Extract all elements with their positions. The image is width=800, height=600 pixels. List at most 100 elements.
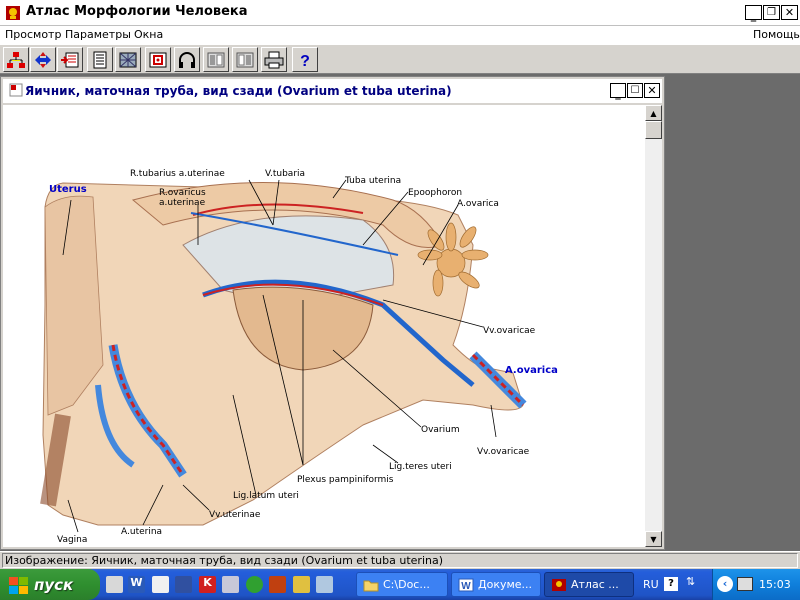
print-button[interactable] [261,47,287,72]
task-atlas[interactable]: Атлас ... [544,572,634,597]
quicklaunch-floppy-icon[interactable] [175,576,192,593]
word-icon: W [458,578,474,592]
label-a-ovarica-blue: A.ovarica [505,365,558,376]
atlas-icon [552,578,566,591]
menu-windows[interactable]: Окна [134,28,164,41]
language-indicator[interactable]: RU [643,578,659,591]
show-hidden-icons-button[interactable]: ‹ [717,576,733,592]
label-r-tubarius: R.tubarius a.uterinae [130,169,225,179]
headphones-icon [179,51,195,68]
label-r-ovaricus-line2: a.uterinae [159,198,206,208]
document-icon [93,51,107,68]
image-window-title: Яичник, маточная труба, вид сзади (Ovari… [25,84,452,98]
audio-button[interactable] [174,47,200,72]
label-tuba-uterina: Tuba uterina [345,176,402,186]
quicklaunch-doc-icon[interactable] [316,576,333,593]
restore-icon: ❐ [767,7,776,18]
task-explorer-label: C:\Doc... [383,578,430,591]
taskbar: пуск W K C:\Doc... W Докуме... Атлас ...… [0,569,800,600]
label-plexus: Plexus pampiniformis [297,475,394,485]
chevron-left-icon: ‹ [722,577,728,590]
toolbar: ? [0,44,800,74]
task-explorer[interactable]: C:\Doc... [356,572,448,597]
anatomy-image-area: Uterus R.tubarius a.uterinae V.tubaria T… [3,105,645,547]
label-ovarium: Ovarium [421,425,460,435]
anatomy-illustration [40,179,527,533]
scroll-up-button[interactable]: ▲ [645,105,662,121]
label-vv-ovaricae-mid: Vv.ovaricae [483,326,536,336]
label-a-uterina: A.uterina [121,527,163,537]
vertical-scrollbar[interactable]: ▲ ▼ [645,105,662,547]
task-atlas-label: Атлас ... [571,578,619,591]
zoom-fit-icon [149,52,167,67]
image-window: Яичник, маточная труба, вид сзади (Ovari… [0,76,665,550]
next-image-button[interactable] [232,47,258,72]
status-text: Изображение: Яичник, маточная труба, вид… [2,553,798,568]
quicklaunch-folder-icon[interactable] [293,576,310,593]
app-title: Атлас Морфологии Человека [26,4,248,19]
arrow-down-icon: ▼ [650,534,657,544]
menu-view[interactable]: Просмотр [5,28,62,41]
help-icon: ? [300,53,310,69]
network-tray-icon[interactable]: ⇅ [686,575,696,588]
navigate-arrows-icon [35,51,51,68]
menu-help[interactable]: Помощь [753,28,800,41]
quicklaunch-word-icon[interactable]: W [128,576,145,593]
quicklaunch-media-icon[interactable] [246,576,263,593]
magnify-pattern-icon [119,52,137,67]
atlas-app-icon [5,5,21,21]
menu-bar: Просмотр Параметры Окна Помощь [0,26,800,44]
folder-icon [363,580,379,591]
minimize-button[interactable]: _ [745,5,762,22]
task-word-label: Докуме... [478,578,533,591]
navigate-button[interactable] [30,47,56,72]
label-epoophoron: Epoophoron [408,188,463,198]
label-vagina: Vagina [57,535,88,545]
windows-logo-icon [9,576,28,594]
child-maximize-button[interactable]: ☐ [627,83,643,98]
previous-image-button[interactable] [203,47,229,72]
child-close-button[interactable]: ✕ [644,83,660,98]
label-v-tubaria: V.tubaria [265,169,306,179]
label-vv-uterinae: Vv.uterinae [209,510,261,520]
minimize-icon: _ [750,9,757,22]
help-button[interactable]: ? [292,47,318,72]
menu-parameters[interactable]: Параметры [65,28,131,41]
print-icon [264,51,284,68]
arrow-up-icon: ▲ [650,108,657,118]
label-lig-latum: Lig.latum uteri [233,491,299,501]
next-image-icon [236,52,254,67]
quicklaunch-app-icon[interactable] [269,576,286,593]
help-tray-icon[interactable]: ? [664,577,678,591]
task-word[interactable]: W Докуме... [451,572,541,597]
restore-button[interactable]: ❐ [763,5,780,20]
status-bar: Изображение: Яичник, маточная труба, вид… [0,551,800,569]
book-export-button[interactable] [57,47,83,72]
label-r-ovaricus-line1: R.ovaricus [159,188,206,198]
label-uterus: Uterus [49,184,87,195]
hierarchy-icon [7,51,25,68]
svg-text:W: W [461,581,471,592]
image-window-title-bar: Яичник, маточная труба, вид сзади (Ovari… [3,79,662,103]
start-button[interactable]: пуск [0,569,100,600]
magnify-pattern-button[interactable] [115,47,141,72]
minimize-icon: _ [615,87,621,100]
previous-image-icon [207,52,225,67]
quicklaunch-presentation-icon[interactable] [106,576,123,593]
child-minimize-button[interactable]: _ [610,83,626,100]
close-icon: ✕ [647,84,657,97]
hierarchy-button[interactable] [3,47,29,72]
document-button[interactable] [87,47,113,72]
label-a-ovarica-top: A.ovarica [457,199,499,209]
book-export-icon [61,52,79,67]
quicklaunch-k-icon[interactable]: K [199,576,216,593]
quicklaunch-notepad-icon[interactable] [152,576,169,593]
scroll-thumb[interactable] [645,121,662,139]
close-button[interactable]: ✕ [781,5,798,20]
maximize-icon: ☐ [630,85,640,96]
scroll-down-button[interactable]: ▼ [645,531,662,547]
printer-tray-icon[interactable] [737,577,753,591]
zoom-fit-button[interactable] [145,47,171,72]
quicklaunch-device-icon[interactable] [222,576,239,593]
svg-text:?: ? [300,53,310,69]
